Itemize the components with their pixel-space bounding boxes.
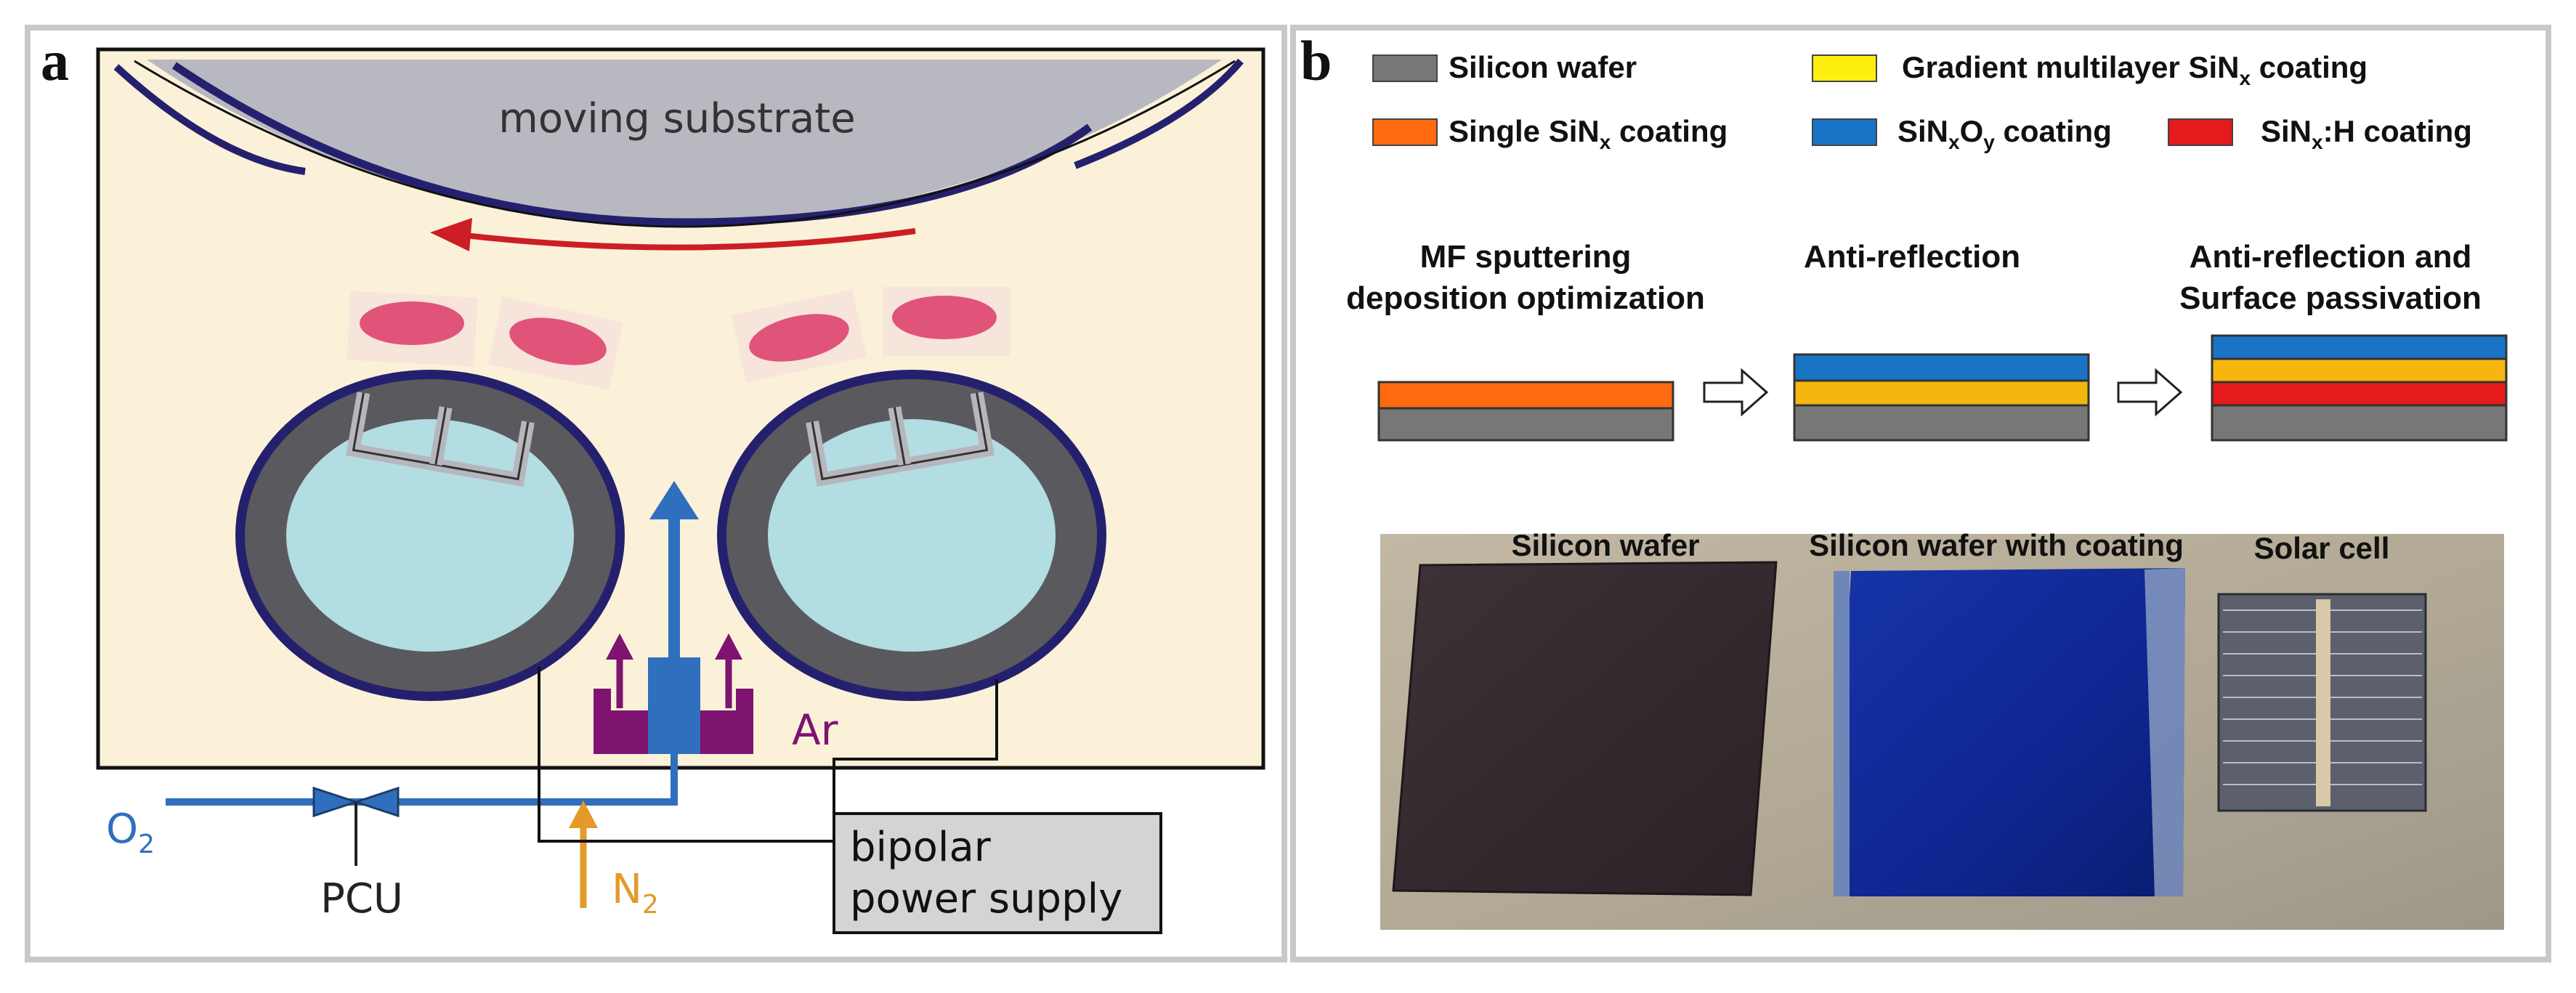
legend-label-single: Single SiNx coating [1449,114,1728,153]
photo-coated-wafer [1834,568,2185,896]
stack-passivation [2211,334,2508,442]
legend-label-silicon: Silicon wafer [1449,50,1637,84]
left-magnet-bracket [346,392,535,487]
o2-inner-arrowhead [649,481,699,519]
step-arrow-1 [1703,368,1769,417]
photo-label-coated: Silicon wafer with coating [1809,528,2184,562]
step3-title-line1: Anti-reflection and [2190,239,2472,275]
stack-single-coating [1377,381,1674,442]
photo-silicon-wafer [1392,561,1778,896]
power-wire-left [538,667,834,843]
legend-swatch-gradient [1812,54,1877,82]
ar-label: Ar [792,705,838,755]
legend-label-sinxh: SiNx:H coating [2261,114,2472,153]
power-supply-line2: power supply [850,875,1122,923]
substrate-outline-thin [134,60,1236,228]
plasma-glows [347,287,1010,390]
photo-label-solar-cell: Solar cell [2254,531,2390,565]
o2-label: O2 [106,806,155,859]
panel-b-letter: b [1300,29,1332,92]
left-magnetron [235,370,625,701]
legend-swatch-silicon [1372,54,1438,82]
legend-swatch-sinxh [2168,118,2233,146]
step-arrow-2 [2117,368,2183,417]
photo-solar-cell [2217,593,2427,812]
legend-swatch-sinxoy [1812,118,1877,146]
panel-a-letter: a [41,29,69,92]
substrate-holder-arc-right [1074,58,1244,169]
n2-arrowhead [569,801,598,828]
power-supply-box [833,812,1162,934]
motion-arrow-line [464,228,916,251]
pcu-label: PCU [320,875,403,923]
step1-title-line1: MF sputtering [1420,239,1632,275]
photo-label-wafer: Silicon wafer [1511,528,1699,562]
legend: Silicon wafer Gradient multilayer SiNx c… [1372,50,2472,153]
motion-arrow-head [430,218,472,251]
legend-label-sinxoy: SiNxOy coating [1897,114,2112,153]
step1-title-line2: deposition optimization [1346,280,1705,316]
power-supply-line1: bipolar [850,824,992,871]
stack-anti-reflection [1793,353,2090,442]
legend-label-gradient: Gradient multilayer SiNx coating [1902,50,2368,89]
right-magnetron [717,370,1106,701]
legend-swatch-single [1372,118,1438,146]
n2-label: N2 [612,866,659,920]
right-magnet-bracket [806,392,995,487]
o2-nozzle [648,657,700,754]
step2-title-line1: Anti-reflection [1804,239,2020,275]
substrate-holder-arc [113,64,306,175]
substrate-label: moving substrate [498,95,855,142]
power-wire-right [833,679,998,814]
step3-title-line2: Surface passivation [2179,280,2482,316]
pcu-valve-icon [312,786,400,866]
substrate-edge-arc [171,62,1093,227]
